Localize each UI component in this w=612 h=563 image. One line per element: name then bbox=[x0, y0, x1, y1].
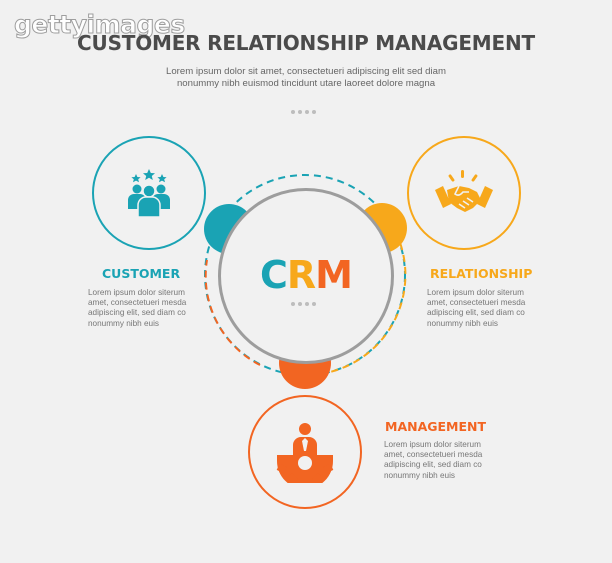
handshake-icon bbox=[435, 170, 493, 212]
customer-label: CUSTOMER bbox=[102, 266, 181, 281]
center-ring bbox=[218, 188, 394, 364]
customer-description: Lorem ipsum dolor siterum amet, consecte… bbox=[88, 288, 187, 328]
crm-letter-m: M bbox=[315, 253, 353, 297]
dots-decoration-center bbox=[291, 302, 316, 306]
crm-letter-c: C bbox=[260, 253, 288, 297]
page-title: CUSTOMER RELATIONSHIP MANAGEMENT bbox=[77, 31, 535, 55]
customer-group-icon bbox=[128, 169, 170, 218]
management-description: Lorem ipsum dolor siterum amet, consecte… bbox=[384, 440, 483, 480]
dots-decoration-top bbox=[291, 110, 316, 114]
watermark: gettyimages bbox=[14, 10, 186, 40]
management-icon-ring bbox=[248, 395, 362, 509]
relationship-label: RELATIONSHIP bbox=[430, 266, 533, 281]
crm-letter-r: R bbox=[286, 253, 316, 297]
management-label: MANAGEMENT bbox=[385, 419, 487, 434]
crm-title: CRM bbox=[224, 253, 388, 297]
manager-gear-icon bbox=[276, 423, 334, 483]
relationship-icon-ring bbox=[407, 136, 521, 250]
customer-icon-ring bbox=[92, 136, 206, 250]
dashed-ring-orange bbox=[204, 259, 261, 366]
page-subtitle: Lorem ipsum dolor sit amet, consectetuer… bbox=[166, 66, 446, 89]
relationship-description: Lorem ipsum dolor siterum amet, consecte… bbox=[427, 288, 526, 328]
